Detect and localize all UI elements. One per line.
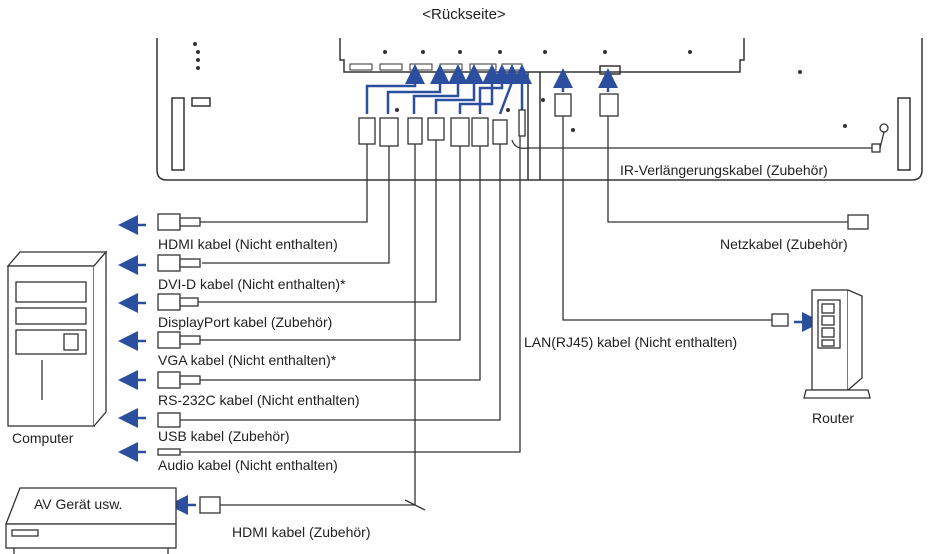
av-device [5, 487, 177, 554]
displayport-cable-label: DisplayPort kabel (Zubehör) [158, 314, 333, 330]
port-routing-lines [365, 81, 524, 115]
cable-end-connectors [157, 213, 869, 514]
rs232c-cable-label: RS-232C kabel (Nicht enthalten) [158, 392, 360, 408]
usb-cable-label: USB kabel (Zubehör) [158, 428, 290, 444]
vga-cable-label: VGA kabel (Nicht enthalten)* [158, 352, 337, 368]
power-cable-label: Netzkabel (Zubehör) [720, 236, 848, 252]
ir-extension-cable [511, 123, 889, 153]
router-device [803, 289, 871, 399]
cable-lines [180, 116, 848, 511]
cable-connectors-top [358, 93, 619, 147]
hdmi-av-cable-label: HDMI kabel (Zubehör) [232, 524, 371, 540]
port-up-arrows [405, 64, 618, 92]
lan-cable-label: LAN(RJ45) kabel (Nicht enthalten) [524, 334, 738, 350]
router-label: Router [812, 410, 855, 426]
monitor-port-row [349, 63, 523, 71]
hdmi-pc-cable-label: HDMI kabel (Nicht enthalten) [158, 236, 338, 252]
diagram-title: <Rückseite> [422, 6, 506, 23]
direction-arrows [118, 215, 822, 515]
audio-cable-label: Audio kabel (Nicht enthalten) [158, 457, 338, 473]
computer-label: Computer [12, 430, 74, 446]
dvi-cable-label: DVI-D kabel (Nicht enthalten)* [158, 276, 346, 292]
av-device-label: AV Gerät usw. [34, 496, 123, 512]
ir-cable-label: IR-Verlängerungskabel (Zubehör) [620, 162, 828, 178]
computer-tower [6, 250, 108, 427]
monitor-rear-panel [156, 38, 923, 181]
